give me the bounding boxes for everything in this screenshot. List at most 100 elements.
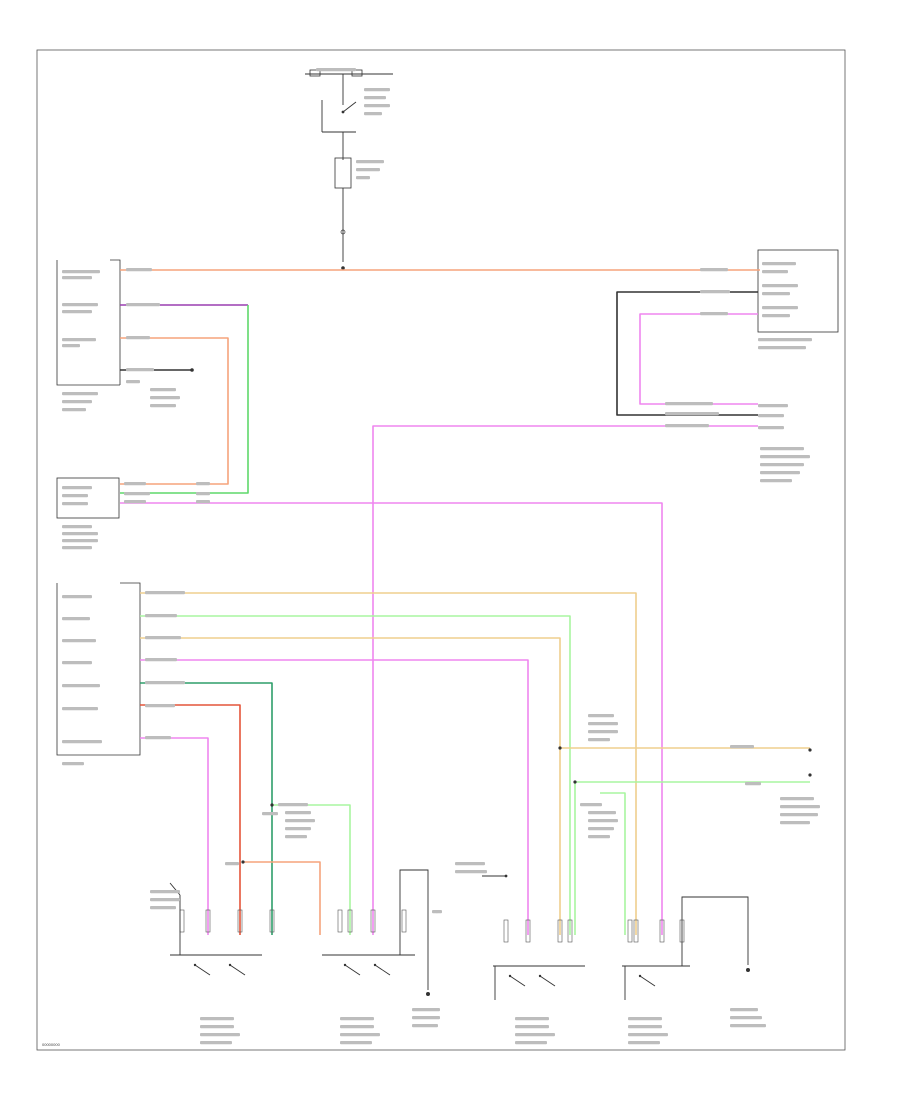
label-block-89: [780, 821, 810, 825]
label-block-99: [200, 1017, 234, 1021]
label-block-97: [455, 862, 485, 866]
connector-pin-4: [337, 909, 343, 933]
connector-pin-5: [347, 909, 353, 933]
connector-pin-9: [525, 919, 531, 943]
label-block-52: [145, 736, 171, 740]
label-block-6: [356, 168, 380, 172]
label-block-9: [62, 276, 92, 280]
label-block-109: [412, 1024, 438, 1028]
label-block-28: [124, 482, 146, 486]
label-block-32: [196, 492, 210, 496]
label-block-114: [628, 1017, 662, 1021]
label-block-33: [196, 500, 210, 504]
label-block-83: [588, 835, 610, 839]
wire-right-green: [574, 781, 810, 935]
label-block-57: [762, 292, 790, 296]
label-block-1: [364, 88, 390, 92]
label-block-47: [145, 614, 177, 618]
label-block-79: [580, 803, 602, 807]
label-block-19: [150, 388, 176, 392]
label-block-50: [145, 681, 185, 685]
label-block-76: [588, 722, 618, 726]
label-block-90: [262, 812, 278, 816]
wire-cl-darkgreen: [140, 682, 273, 935]
label-block-119: [730, 1016, 762, 1020]
connector-pin-6: [370, 909, 376, 933]
label-block-7: [356, 176, 370, 180]
label-block-3: [364, 104, 390, 108]
left-rear-door-lock-switch: [169, 882, 262, 976]
wire-pass-pink2: [372, 425, 758, 935]
passenger-window-switch-box: [757, 249, 839, 333]
label-block-58: [762, 306, 798, 310]
label-block-98: [455, 870, 487, 874]
wire-cl-lgreen: [140, 615, 571, 935]
label-block-108: [412, 1016, 440, 1020]
label-block-48: [145, 636, 181, 640]
label-block-92: [285, 811, 311, 815]
label-block-77: [588, 730, 618, 734]
label-block-51: [145, 704, 175, 708]
label-block-45: [62, 762, 84, 766]
right-front-door-lock-switch: [622, 896, 750, 1000]
label-block-63: [758, 346, 806, 350]
label-block-46: [145, 591, 185, 595]
label-block-53: [700, 268, 728, 272]
label-block-40: [62, 639, 96, 643]
label-block-122: [436, 910, 442, 914]
wire-pass-black: [616, 291, 758, 416]
wire-cl-pink2: [140, 737, 209, 935]
label-block-82: [588, 827, 614, 831]
label-block-13: [62, 344, 80, 348]
label-block-120: [730, 1024, 766, 1028]
label-block-61: [700, 312, 728, 316]
label-block-125: [150, 906, 176, 910]
label-block-11: [62, 310, 92, 314]
label-block-8: [62, 270, 100, 274]
label-block-26: [62, 494, 88, 498]
label-block-25: [62, 486, 92, 490]
label-block-101: [200, 1033, 240, 1037]
label-block-17: [126, 368, 154, 372]
label-block-4: [364, 112, 382, 116]
label-block-39: [62, 617, 90, 621]
label-block-72: [760, 463, 804, 467]
label-block-124: [150, 898, 180, 902]
label-block-12: [62, 338, 96, 342]
label-block-71: [760, 455, 810, 459]
driver-lock-switch-box: [56, 259, 121, 386]
label-block-42: [62, 684, 100, 688]
connector-pin-11: [567, 919, 573, 943]
label-block-54: [762, 262, 796, 266]
left-front-door-lock-switch: [482, 874, 585, 1000]
label-block-70: [760, 447, 804, 451]
wire-harness: [120, 269, 810, 943]
splice-points: [190, 368, 812, 864]
label-block-14: [126, 268, 152, 272]
label-block-20: [150, 396, 180, 400]
label-block-115: [628, 1025, 662, 1029]
connector-pin-3: [269, 909, 275, 933]
label-block-75: [588, 714, 614, 718]
label-block-74: [760, 479, 792, 483]
label-block-116: [628, 1033, 668, 1037]
label-block-60: [700, 290, 730, 294]
right-rear-door-lock-switch: [322, 869, 430, 996]
label-block-104: [340, 1025, 374, 1029]
hot-at-all-times-fuse: [305, 69, 393, 270]
connector-pin-0: [179, 909, 185, 933]
label-block-21: [150, 404, 176, 408]
label-block-85: [745, 782, 761, 786]
label-block-67: [758, 404, 788, 408]
label-block-86: [780, 797, 814, 801]
wire-cl-tan1: [140, 592, 637, 935]
label-block-35: [62, 532, 98, 536]
label-block-0: [316, 68, 356, 72]
diagram-footer-code: 00000000: [42, 1042, 61, 1047]
label-block-41: [62, 661, 92, 665]
label-block-23: [62, 400, 92, 404]
label-block-91: [278, 803, 308, 807]
label-block-59: [762, 314, 790, 318]
label-block-87: [780, 805, 820, 809]
label-block-103: [340, 1017, 374, 1021]
